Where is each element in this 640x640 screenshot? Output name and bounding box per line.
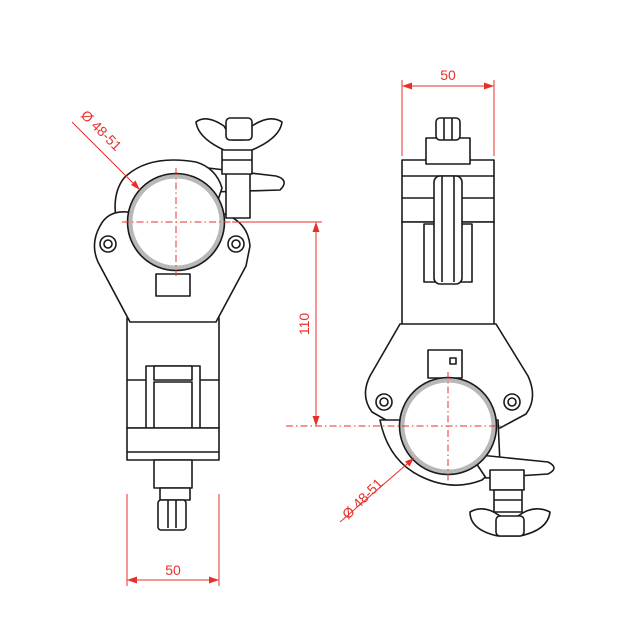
left-width-label: 50	[165, 562, 181, 578]
left-view	[93, 117, 285, 531]
right-lower-hex	[493, 489, 523, 513]
right-lock-tab	[427, 349, 463, 379]
left-top-shaft	[225, 171, 251, 219]
left-bottom-washer	[159, 487, 191, 501]
right-lower-nut	[489, 469, 525, 491]
right-top-bolt	[435, 117, 461, 141]
left-lock-block	[155, 273, 191, 297]
right-view	[286, 117, 555, 537]
left-diameter-label: Ø 48-51	[78, 107, 125, 154]
left-hole-a	[99, 235, 117, 253]
left-swivel-cap	[153, 365, 193, 381]
right-hole-a	[375, 393, 393, 411]
left-wing-hub	[225, 117, 253, 141]
left-bottom-bolt	[157, 499, 187, 531]
left-swivel-inner	[153, 381, 193, 429]
right-diameter-leader	[339, 457, 415, 523]
left-wing-nut	[195, 118, 283, 151]
right-top-nut	[425, 137, 471, 165]
right-bolt-shaft	[433, 175, 463, 285]
height-label: 110	[296, 313, 312, 336]
left-swivel-flange	[126, 427, 220, 461]
left-bottom-nut	[153, 459, 193, 489]
right-lock-square	[449, 357, 457, 365]
right-diameter-label: Ø 48-51	[339, 475, 386, 522]
left-hole-b	[227, 235, 245, 253]
right-width-label: 50	[440, 67, 456, 83]
right-hole-b	[503, 393, 521, 411]
left-diameter-leader	[71, 121, 141, 191]
right-wing-hub	[495, 515, 525, 537]
